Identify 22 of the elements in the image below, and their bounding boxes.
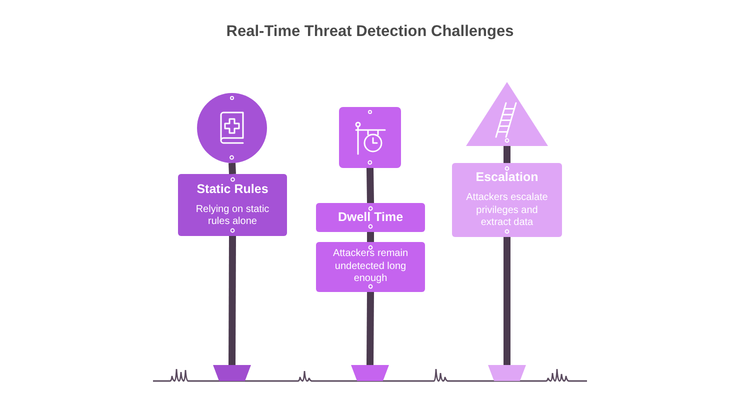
sign-description: Attackers escalate privileges and extract data [465,192,549,230]
post-base [351,365,389,381]
sign-board [316,203,425,232]
title: Real-Time Threat Detection Challenges [226,23,514,41]
signpost-pole [504,229,510,365]
sign-description: Relying on static rules alone [194,204,270,228]
post-base [213,365,251,381]
signpost-pole [504,138,510,171]
signpost-pole [366,284,374,366]
sign-heading: Escalation [476,170,538,186]
signpost-pole [228,228,236,366]
sign-heading: Static Rules [196,182,268,196]
sign-board [316,242,425,292]
signpost-pole [228,155,236,182]
sign-board [178,174,287,236]
square-sign [339,107,401,168]
sign-heading: Dwell Time [338,210,404,225]
sign-description: Attackers remain undetected long enough [332,248,410,286]
sign-board [452,163,562,237]
signpost-pole [366,160,374,211]
signpost-pole [367,224,374,250]
post-base [488,365,526,381]
